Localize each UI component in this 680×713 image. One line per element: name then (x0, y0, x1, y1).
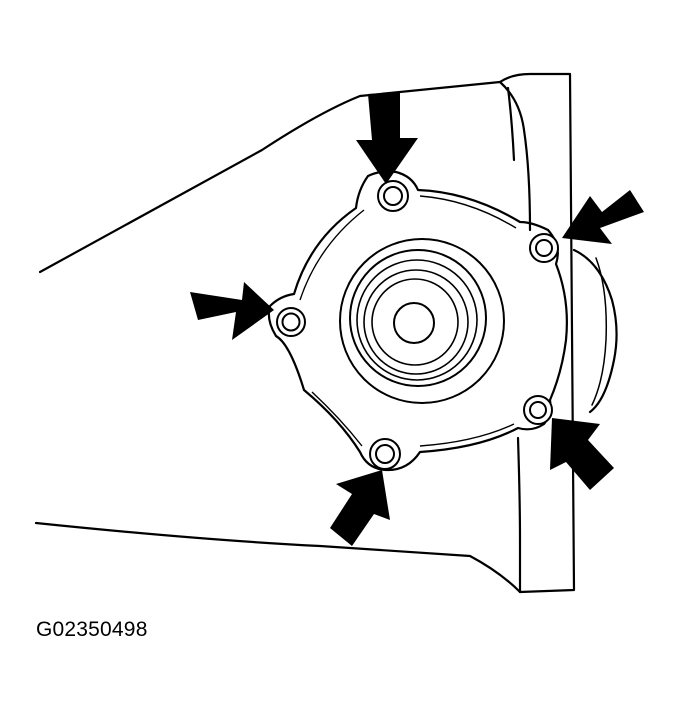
bolt-bottom (369, 438, 401, 470)
center-seal (339, 238, 505, 404)
arrow-upper-right (562, 190, 644, 244)
cover-plate (267, 170, 568, 472)
bolt-left (276, 307, 306, 337)
bolt-upper-right (529, 233, 559, 263)
figure-code: G02350498 (36, 618, 148, 641)
arrow-left (190, 282, 274, 340)
housing-outline (34, 72, 618, 594)
arrow-lower-right (550, 418, 614, 490)
bolt-top (377, 180, 409, 212)
bolt-lower-right (523, 395, 553, 425)
arrow-top (356, 92, 418, 184)
arrow-bottom (330, 470, 390, 546)
